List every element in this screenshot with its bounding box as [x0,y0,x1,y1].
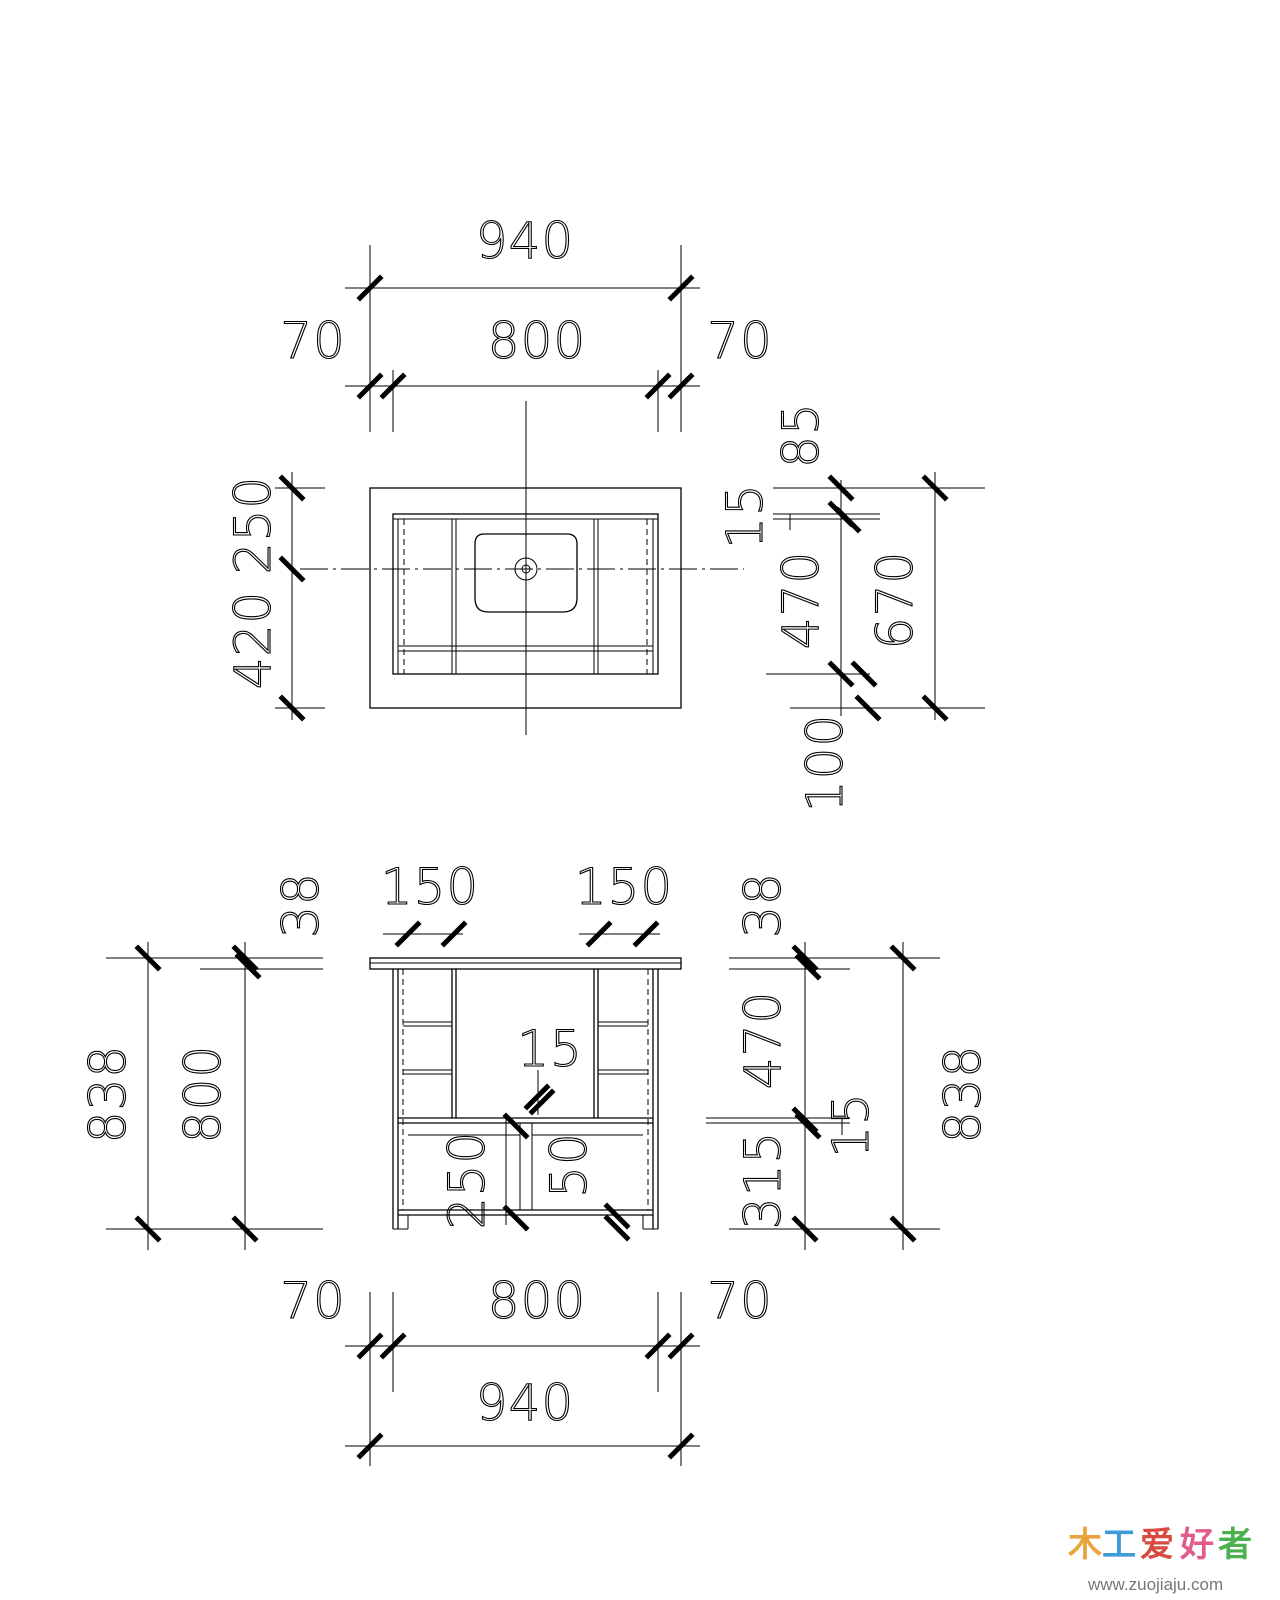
dim-top-thickness-left: 38 [272,872,330,938]
watermark-glyph-2: 工 [1102,1525,1136,1565]
dim-door-left: 250 [438,1131,496,1229]
plan-view: 940 70 800 70 420 250 85 15 470 670 1 [223,211,985,813]
watermark: 木 工 爱 好 者 www.zuojiaju.com [1067,1525,1252,1594]
dim-cabinet-height: 800 [174,1045,232,1143]
dim-bottom-inner-width: 800 [488,1272,586,1330]
dim-overall-depth: 670 [866,551,924,649]
watermark-glyph-4: 好 [1179,1525,1214,1565]
dim-inner-offset: 15 [716,483,774,549]
dim-inner-width-top: 800 [488,312,586,370]
dim-overall-height-right: 838 [934,1045,992,1143]
dim-right-column-width: 150 [575,858,673,916]
dim-door-right: 50 [540,1132,598,1198]
dim-bottom-overall-width: 940 [476,1374,574,1432]
dim-bottom-left-margin: 70 [280,1272,346,1330]
dim-left-column-width: 150 [381,858,479,916]
watermark-glyph-5: 者 [1218,1525,1252,1565]
dim-overall-width-top: 940 [476,212,574,270]
dim-bottom-right-margin: 70 [707,1272,773,1330]
dim-shelf-gap: 15 [517,1020,583,1078]
dim-basin-depth: 470 [772,551,830,649]
elevation-view: 150 150 838 800 38 15 250 50 [78,857,993,1466]
dim-left-margin-top: 70 [280,312,346,370]
dim-right-margin-top: 70 [707,312,773,370]
watermark-glyph-1: 木 [1067,1525,1102,1565]
dim-lower-height: 315 [734,1131,792,1229]
dim-top-thickness-right: 38 [734,872,792,938]
dim-overall-height-left: 838 [79,1045,137,1143]
dim-left-depth-a: 420 [224,591,282,689]
watermark-glyph-3: 爱 [1140,1525,1174,1565]
dim-left-depth-b: 250 [224,476,282,574]
dim-front-offset: 100 [796,714,854,812]
dim-side-gap: 15 [822,1092,880,1158]
dim-upper-height: 470 [734,991,792,1089]
dim-top-offset: 85 [772,402,830,468]
watermark-url: www.zuojiaju.com [1087,1575,1223,1594]
basin-outline [474,533,578,613]
